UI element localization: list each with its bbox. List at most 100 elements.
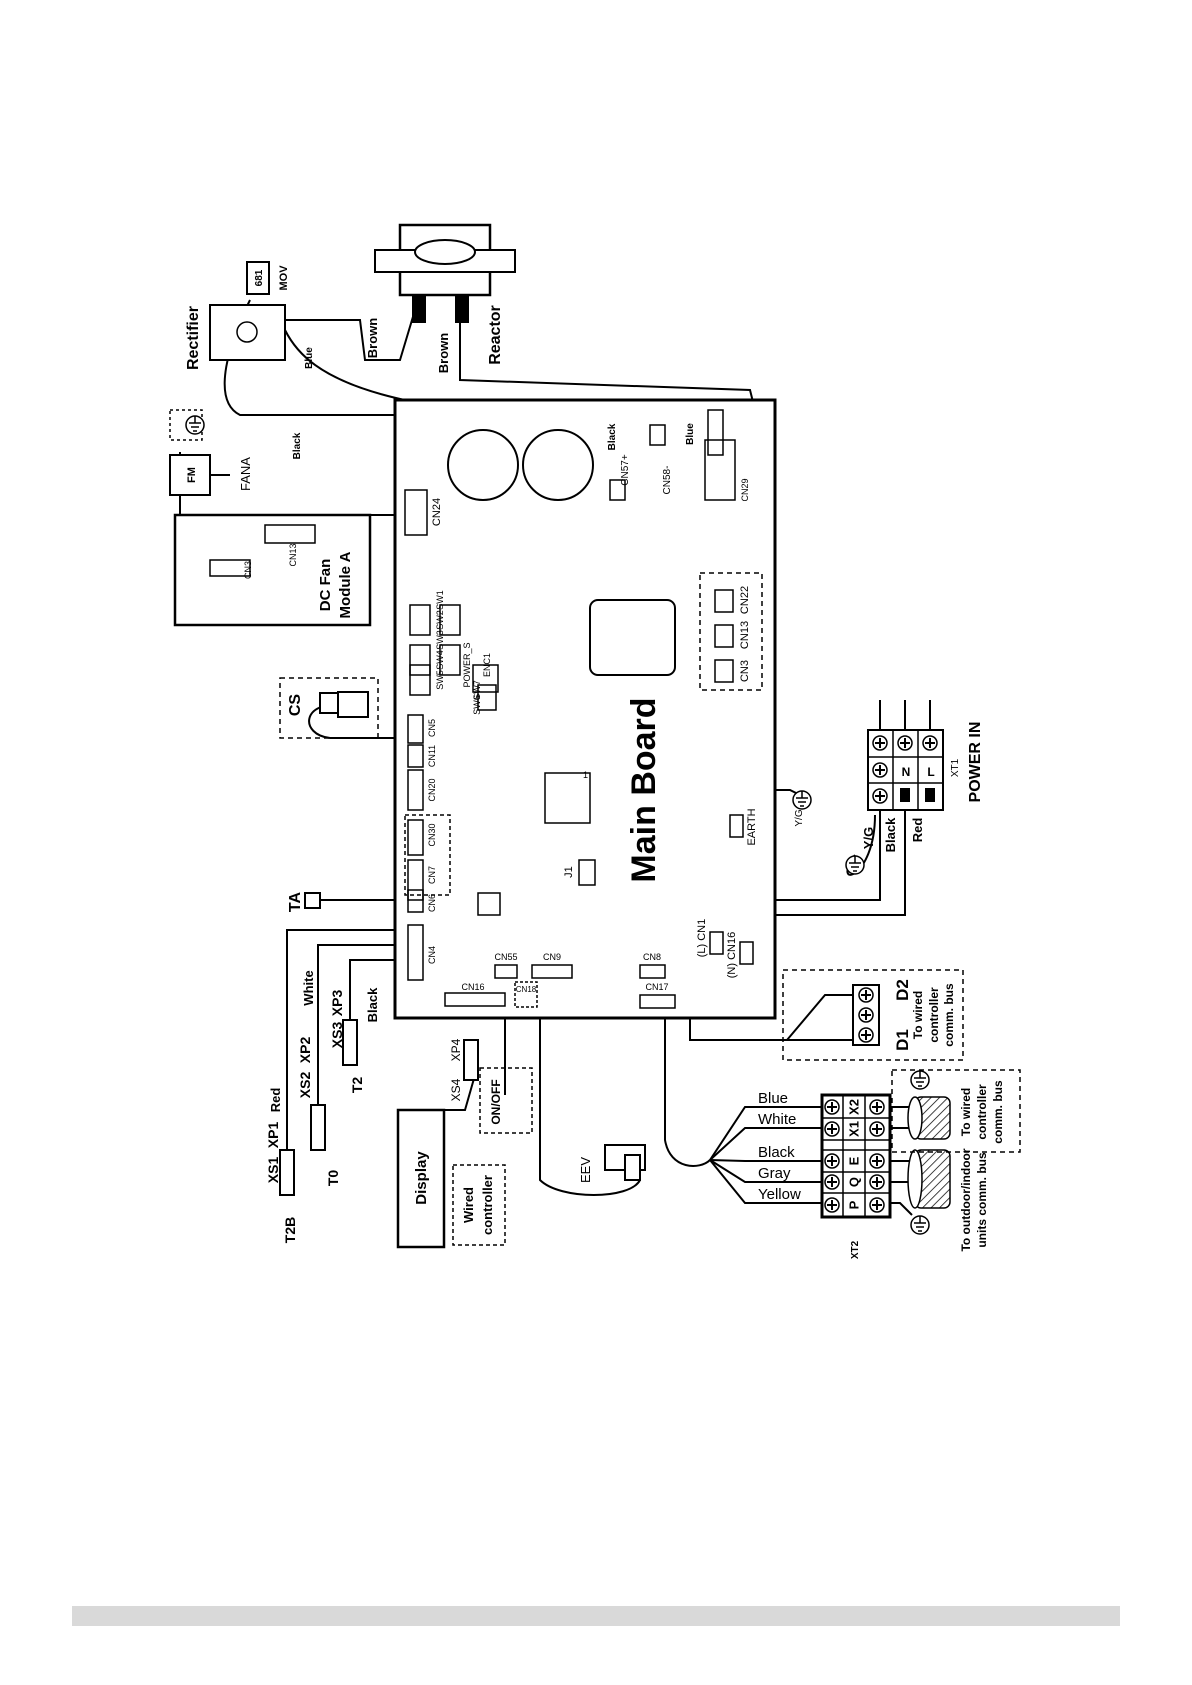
label-cn16-n: (N) CN16 — [726, 932, 738, 978]
xt2-term: X2 — [847, 1099, 862, 1115]
label-reactor: Reactor — [487, 305, 504, 365]
label-cn17: CN17 — [645, 982, 668, 992]
xt2-wire: White — [758, 1111, 796, 1128]
xt2-term: Q — [847, 1177, 862, 1187]
label-cn20: CN20 — [427, 778, 437, 801]
label-power-in: POWER IN — [967, 722, 984, 803]
xt2-wire: Yellow — [758, 1186, 801, 1203]
label-xt2-out-1: To outdoor/indoor — [959, 1148, 973, 1251]
chip-pin: 1 — [583, 770, 588, 780]
label-cs: CS — [287, 694, 304, 717]
fan-ground-icon — [185, 415, 205, 435]
label-fana: FANA — [238, 457, 253, 491]
label-mov: MOV — [278, 265, 290, 291]
label-cn5: CN5 — [427, 719, 437, 737]
xt2-wire: Blue — [758, 1090, 788, 1107]
sw-label: SW4 — [435, 650, 445, 670]
label-sw6: SW6 — [472, 695, 482, 715]
label-earth: EARTH — [746, 808, 758, 845]
wire-black: Black — [365, 987, 380, 1022]
label-xt2-wired-3: comm. bus — [991, 1080, 1005, 1144]
label-fan-cn13: CN13 — [288, 543, 298, 566]
label-display: Display — [413, 1151, 430, 1205]
earth-ground-icon — [792, 790, 812, 810]
label-cn6: CN6 — [427, 894, 437, 912]
rectifier — [209, 261, 286, 361]
wire-blue-2: Blue — [685, 423, 696, 445]
label-power-s: POWER_S — [462, 642, 472, 687]
label-enc1: ENC1 — [482, 653, 492, 677]
label-xt2-wired-2: controller — [975, 1084, 989, 1140]
label-onoff: ON/OFF — [489, 1079, 503, 1124]
label-xs4: XS4 — [449, 1078, 463, 1101]
label-wired-2: controller — [480, 1175, 495, 1235]
dip-switch-labels: SW5 SW4 SW3 SW2 SW1 — [435, 590, 445, 690]
label-xp2: XP2 — [297, 1037, 313, 1064]
label-cn57: CN57+ — [620, 454, 631, 486]
xt2-term: X1 — [847, 1121, 862, 1137]
label-d-to-3: comm. bus — [942, 983, 956, 1047]
xt2-term: P — [847, 1200, 862, 1209]
label-cn30: CN30 — [427, 823, 437, 846]
xt2-term-labels: X2 X1 E Q P — [847, 1099, 862, 1209]
sw-label: SW3 — [435, 630, 445, 650]
label-d-to-2: controller — [927, 987, 941, 1043]
xt2-bottom-ground-icon — [910, 1215, 930, 1235]
main-board-title: Main Board — [625, 697, 663, 882]
label-d2: D2 — [893, 979, 912, 1001]
wire-brown-2: Brown — [436, 333, 451, 374]
label-xp1: XP1 — [265, 1122, 281, 1149]
xt2-wire: Black — [758, 1144, 795, 1161]
label-xs3: XS3 — [329, 1022, 345, 1049]
sw-label: SW5 — [435, 670, 445, 690]
label-ta: TA — [287, 891, 304, 912]
label-fm: FM — [186, 467, 198, 483]
label-eev: EEV — [578, 1157, 593, 1183]
label-cn16: CN16 — [461, 982, 484, 992]
label-rectifier: Rectifier — [185, 306, 202, 370]
label-xp3: XP3 — [329, 990, 345, 1017]
label-cn8: CN8 — [643, 952, 661, 962]
label-xt2-out-2: units comm. bus — [975, 1152, 989, 1248]
label-cn58: CN58- — [662, 466, 673, 495]
label-yg-1: Y/G — [794, 809, 805, 826]
label-cn1: (L) CN1 — [696, 919, 708, 958]
label-cn29: CN29 — [740, 478, 750, 501]
label-j1: J1 — [563, 866, 575, 878]
label-t2b: T2B — [282, 1217, 298, 1243]
wire-white: White — [301, 970, 316, 1005]
xt2-term: E — [847, 1156, 862, 1165]
label-dc-fan-1: DC Fan — [317, 559, 334, 612]
sw-label: SW2 — [435, 610, 445, 630]
label-cn11: CN11 — [427, 745, 437, 767]
label-t2: T2 — [349, 1077, 365, 1094]
power-in: N L XT1 POWER IN Y/G Y/G Black Red — [792, 722, 984, 875]
power-section: Rectifier 681 MOV Reactor Brown Brown Bl… — [185, 223, 696, 459]
xt2-wire: Gray — [758, 1165, 791, 1182]
label-xt2-wired-1: To wired — [959, 1088, 973, 1136]
label-cn55: CN55 — [494, 952, 517, 962]
label-wired-1: Wired — [461, 1187, 476, 1223]
label-cn3-board: CN3 — [739, 660, 751, 682]
wire-black-1: Black — [292, 432, 303, 459]
label-xp4: XP4 — [449, 1038, 463, 1061]
footer-bar — [72, 1606, 1120, 1626]
label-n: N — [902, 765, 911, 779]
label-t0: T0 — [325, 1170, 341, 1187]
label-yg-2: Y/G — [861, 827, 876, 849]
label-xt1: XT1 — [950, 758, 961, 777]
label-l: L — [927, 765, 934, 779]
bus-d1-d2: D1 D2 To wired controller comm. bus — [782, 969, 964, 1061]
label-sw7: SW7 — [472, 680, 482, 700]
label-xs2: XS2 — [297, 1072, 313, 1099]
display-section: Display Wired controller ON/OFF EEV — [396, 1067, 646, 1249]
label-cn4: CN4 — [427, 946, 437, 964]
label-d1: D1 — [893, 1029, 912, 1051]
wire-brown-1: Brown — [365, 318, 380, 359]
label-d-to-1: To wired — [911, 991, 925, 1039]
power-ground-icon — [845, 855, 865, 875]
wire-black-2: Black — [607, 423, 618, 450]
label-xt2: XT2 — [850, 1240, 861, 1259]
wire-red-power: Red — [910, 818, 925, 843]
